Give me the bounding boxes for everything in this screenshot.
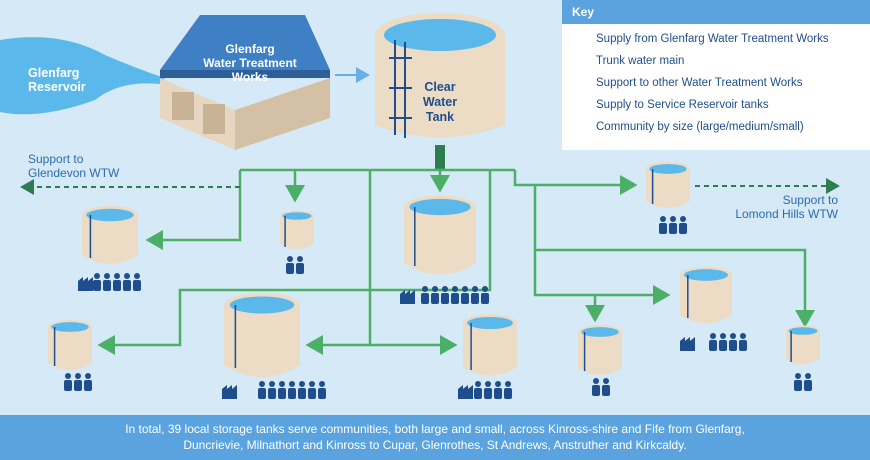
key-item-supply: Supply from Glenfarg Water Treatment Wor…: [596, 33, 829, 45]
person-icon: [729, 333, 737, 351]
person-icon: [84, 373, 92, 391]
person-icon: [296, 256, 304, 274]
person-icon: [133, 273, 141, 291]
person-icon: [474, 381, 482, 399]
person-icon: [719, 333, 727, 351]
person-icon: [74, 373, 82, 391]
person-icon: [298, 381, 306, 399]
service-tank-icon: [646, 161, 690, 209]
factory-icon: [222, 385, 237, 399]
reservoir-label-line1: Glenfarg: [28, 66, 80, 80]
person-icon: [794, 373, 802, 391]
footer-banner: In total, 39 local storage tanks serve c…: [0, 415, 870, 460]
person-icon: [484, 381, 492, 399]
glendevon-label-line2: Glendevon WTW: [28, 166, 120, 180]
pipe-network: [97, 168, 815, 355]
wtw-label: Glenfarg Water Treatment Works: [195, 42, 305, 84]
person-icon: [268, 381, 276, 399]
person-icon: [494, 381, 502, 399]
person-icon: [431, 286, 439, 304]
person-icon: [103, 273, 111, 291]
service-tank-icon: [404, 195, 476, 275]
clear-tank-label: Clear Water Tank: [410, 80, 470, 125]
key-item-support: Support to other Water Treatment Works: [596, 77, 803, 89]
lomond-label-line1: Support to: [782, 193, 838, 207]
factory-icon: [680, 337, 695, 351]
clear-tank-label-line1: Clear: [424, 80, 456, 94]
clear-water-tank-icon: [375, 13, 505, 138]
service-tank-icon: [463, 314, 517, 376]
person-icon: [659, 216, 667, 234]
person-icon: [278, 381, 286, 399]
clear-tank-label-line3: Tank: [425, 110, 455, 124]
service-tank-icon: [786, 325, 820, 365]
wtw-label-line2: Water Treatment: [203, 56, 297, 70]
reservoir-shape: [0, 37, 165, 115]
service-tank-icon: [82, 206, 138, 264]
service-tank-icon: [680, 266, 732, 324]
footer-line2: Duncrievie, Milnathort and Kinross to Cu…: [183, 438, 687, 452]
lomond-label-line2: Lomond Hills WTW: [735, 207, 838, 221]
clear-tank-label-line2: Water: [422, 95, 458, 109]
key-item-trunk: Trunk water main: [596, 55, 685, 67]
factory-icon: [400, 290, 415, 304]
key-item-community: Community by size (large/medium/small): [596, 121, 804, 133]
key-item-service: Supply to Service Reservoir tanks: [596, 99, 769, 111]
trunk-main: [435, 145, 445, 170]
footer-line1: In total, 39 local storage tanks serve c…: [125, 422, 745, 436]
service-tank-icon: [48, 319, 92, 371]
person-icon: [471, 286, 479, 304]
reservoir-label-line2: Reservoir: [28, 80, 86, 94]
wtw-building-icon: [160, 15, 330, 150]
person-icon: [441, 286, 449, 304]
wtw-label-line1: Glenfarg: [225, 42, 275, 56]
person-icon: [461, 286, 469, 304]
person-icon: [421, 286, 429, 304]
person-icon: [481, 286, 489, 304]
factory-icon: [78, 277, 93, 291]
person-icon: [288, 381, 296, 399]
lomond-label: Support to Lomond Hills WTW: [700, 193, 838, 221]
person-icon: [679, 216, 687, 234]
service-tank-icon: [578, 324, 622, 376]
glendevon-label-line1: Support to: [28, 152, 84, 166]
glendevon-label: Support to Glendevon WTW: [28, 152, 119, 180]
person-icon: [93, 273, 101, 291]
service-tank-icon: [280, 210, 314, 250]
person-icon: [308, 381, 316, 399]
person-icon: [602, 378, 610, 396]
person-icon: [504, 381, 512, 399]
person-icon: [123, 273, 131, 291]
service-tank-icon: [224, 292, 300, 378]
key-title: Key: [562, 0, 870, 24]
reservoir-label: Glenfarg Reservoir: [28, 66, 86, 94]
person-icon: [451, 286, 459, 304]
person-icon: [318, 381, 326, 399]
person-icon: [258, 381, 266, 399]
person-icon: [64, 373, 72, 391]
wtw-label-line3: Works: [231, 70, 269, 84]
person-icon: [113, 273, 121, 291]
person-icon: [709, 333, 717, 351]
person-icon: [669, 216, 677, 234]
factory-icon: [458, 385, 473, 399]
person-icon: [286, 256, 294, 274]
person-icon: [739, 333, 747, 351]
person-icon: [804, 373, 812, 391]
key-panel: Key Supply from Glenfarg Water Treatment…: [562, 0, 870, 150]
person-icon: [592, 378, 600, 396]
